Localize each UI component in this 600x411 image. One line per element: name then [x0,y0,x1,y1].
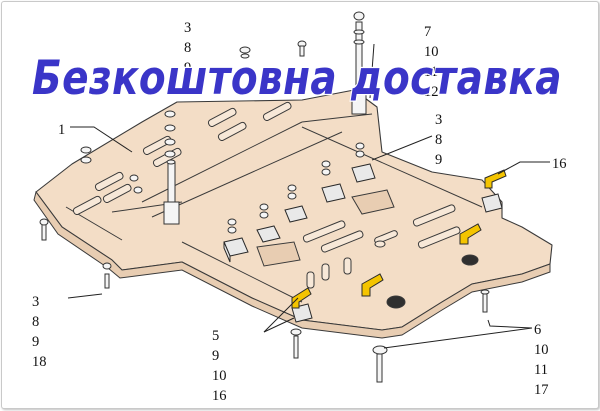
angle-bracket [459,223,482,245]
callout-item: 11 [424,64,438,80]
plate-slot [343,257,352,275]
callout-item: 16 [212,388,227,404]
callout-item: 17 [534,382,549,398]
leader-lines [67,43,550,349]
plate-slot [320,230,364,253]
bolt [355,142,365,158]
bolt [287,184,297,200]
clamp-bracket [351,163,376,183]
clamp-bracket [481,193,503,213]
bolt [39,218,49,241]
plate-slot [412,204,456,227]
bolt [297,40,307,57]
callout-item: 5 [212,328,219,344]
plate-slot [142,135,172,156]
angle-bracket [361,273,384,297]
clamp-bracket [256,225,281,243]
bolt [129,174,143,194]
plate-slot [321,263,330,281]
plate-pad [256,241,301,267]
plate-slot [102,183,132,204]
clamp-bracket [223,237,249,263]
stud-post [163,159,180,225]
plate-slot [72,195,102,216]
callout-1: 1 [58,122,65,138]
plate-hole [374,240,386,248]
clamp-bracket [284,205,308,223]
callout-item: 9 [184,60,191,76]
callout-item: 10 [534,342,549,358]
plate-rib [151,131,343,218]
plate-slot [207,107,237,128]
callout-item: 9 [32,334,39,350]
callout-item: 12 [424,84,439,100]
plate-slot [306,271,315,289]
bolt [102,262,112,289]
callout-item: 6 [534,322,541,338]
bolt [227,218,237,234]
bolt [164,110,176,158]
bolt [239,46,251,59]
callout-item: 9 [435,152,442,168]
callout-item: 9 [212,348,219,364]
callout-item: 8 [32,314,39,330]
plate-front-lip [33,190,551,339]
bolt [259,203,269,219]
plate-slot [217,121,247,142]
bolt [290,328,302,359]
free-delivery-banner: Безкоштовна доставка [32,51,562,106]
callout-item: 10 [424,44,439,60]
bolt [80,146,92,164]
plate-rib [301,126,483,208]
stud-post [351,11,367,115]
plate-pad [351,189,395,215]
callout-item: 7 [424,24,431,40]
plate-slot [302,220,346,243]
callout-item: 16 [552,156,567,172]
plate-slot [262,101,292,122]
bolt [372,345,388,383]
plate-slot [417,226,461,249]
clamp-bracket [321,183,346,203]
callout-item: 8 [435,132,442,148]
plate-slot [94,171,124,192]
angle-bracket [291,287,312,309]
callout-item: 8 [184,40,191,56]
bolt [480,289,490,313]
bolt [321,160,331,176]
callout-item: 18 [32,354,47,370]
callout-item: 11 [534,362,548,378]
callout-item: 3 [32,294,39,310]
angle-bracket [484,169,507,189]
plate-rib [181,241,303,303]
plate-hole [386,295,406,309]
callout-item: 3 [184,20,191,36]
callout-item: 10 [212,368,227,384]
plate-hole [461,254,479,266]
plate-slot [374,230,398,244]
plate-rib [301,113,373,123]
callout-item: 3 [435,112,442,128]
